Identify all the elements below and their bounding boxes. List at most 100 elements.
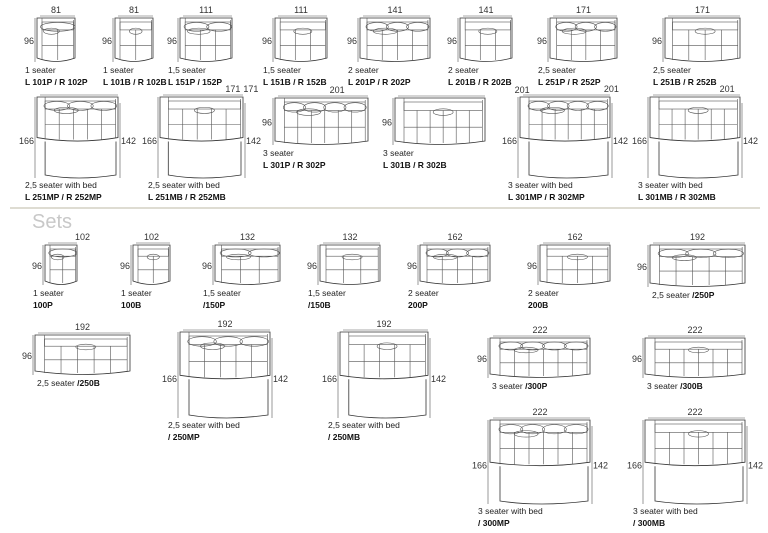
backrest bbox=[44, 338, 128, 347]
pillow-icon bbox=[90, 101, 118, 111]
depth-label: 96 bbox=[202, 261, 212, 271]
depth-label: 96 bbox=[537, 36, 547, 46]
headrest-icon bbox=[478, 27, 498, 35]
depth-label: 96 bbox=[167, 36, 177, 46]
width-label: 222 bbox=[532, 407, 547, 417]
pillow-icon bbox=[540, 106, 565, 114]
sofa-outline bbox=[359, 17, 431, 62]
pillow-icon bbox=[498, 424, 524, 435]
module-description: 1 seater bbox=[121, 288, 152, 298]
width-label: 222 bbox=[687, 407, 702, 417]
width-label: 111 bbox=[199, 5, 213, 15]
pillow-icon bbox=[555, 22, 578, 32]
module-description: 1,5 seater bbox=[168, 65, 206, 75]
depth2-label: 142 bbox=[273, 374, 288, 384]
depth2-label: 142 bbox=[593, 461, 608, 471]
backrest bbox=[464, 21, 511, 31]
pillow-icon bbox=[248, 248, 280, 258]
width-label: 81 bbox=[51, 5, 61, 15]
pillow-icon bbox=[542, 341, 567, 351]
headrest-icon bbox=[194, 106, 215, 114]
pillow-icon bbox=[53, 106, 79, 114]
pillow-icon bbox=[425, 248, 449, 258]
module-code: /250P bbox=[692, 290, 715, 300]
sets-heading: Sets bbox=[32, 211, 72, 233]
module-code: L 251P / R 252P bbox=[538, 77, 601, 87]
headrest-icon bbox=[567, 253, 588, 261]
pillow-icon bbox=[48, 248, 78, 258]
pillow-icon bbox=[43, 27, 60, 35]
module-code: L 151B / R 152B bbox=[263, 77, 327, 87]
sofa-outline bbox=[36, 96, 119, 142]
width-label: 222 bbox=[687, 325, 702, 335]
set-item: 192 96 2,5 seater /250B bbox=[22, 322, 131, 388]
depth-label: 96 bbox=[262, 118, 272, 128]
pillow-icon bbox=[282, 102, 306, 113]
width-label: 201 bbox=[515, 85, 530, 95]
module-code: L 151P / 152P bbox=[168, 77, 222, 87]
sofa-outline bbox=[214, 244, 281, 285]
pillow-icon bbox=[365, 22, 389, 32]
pillow-icon bbox=[574, 22, 597, 32]
sofa-outline bbox=[459, 17, 513, 62]
depth-label: 166 bbox=[472, 461, 487, 471]
module-code: / 250MB bbox=[328, 432, 360, 442]
depth-label: 96 bbox=[32, 261, 42, 271]
depth-label: 96 bbox=[637, 262, 647, 272]
sofa-outline bbox=[159, 96, 244, 142]
module-description: 3 seater bbox=[383, 148, 414, 158]
pillow-icon bbox=[671, 254, 697, 261]
backrest bbox=[137, 248, 169, 257]
module-description: 1,5 seater bbox=[308, 288, 346, 298]
pillow-icon bbox=[323, 102, 347, 113]
pillow-icon bbox=[657, 248, 689, 258]
module-description: 2,5 seater /250B bbox=[37, 378, 100, 388]
backrest bbox=[654, 341, 743, 350]
pillow-icon bbox=[200, 342, 225, 350]
description-text: 3 seater bbox=[492, 381, 525, 391]
pillow-icon bbox=[547, 101, 570, 111]
module-code: / 250MP bbox=[168, 432, 200, 442]
module-description: 1 seater bbox=[25, 65, 56, 75]
width-label: 222 bbox=[532, 325, 547, 335]
module-code: L 301B / R 302B bbox=[383, 160, 447, 170]
width-label: 192 bbox=[75, 322, 90, 332]
depth-label: 96 bbox=[22, 351, 32, 361]
pillow-icon bbox=[563, 424, 589, 435]
headrest-icon bbox=[75, 343, 97, 351]
width-label: 102 bbox=[144, 232, 159, 242]
module-description: 2,5 seater with bed bbox=[148, 180, 220, 190]
sofa-outline bbox=[649, 96, 741, 142]
pillow-icon bbox=[219, 248, 252, 258]
sofa-outline bbox=[649, 244, 746, 287]
backrest bbox=[168, 100, 241, 110]
pillow-icon bbox=[239, 336, 269, 347]
sofa-outline bbox=[519, 96, 611, 142]
sofa-outline bbox=[36, 17, 76, 62]
width-label: 201 bbox=[330, 85, 345, 95]
pillow-icon bbox=[563, 341, 589, 351]
backrest bbox=[184, 21, 231, 31]
module-code: L 301MP / R 302MP bbox=[508, 192, 585, 202]
pillow-icon bbox=[520, 424, 545, 435]
depth-label: 96 bbox=[382, 118, 392, 128]
width-label: 111 bbox=[294, 5, 308, 15]
pillow-icon bbox=[432, 253, 458, 261]
sofa-outline bbox=[644, 337, 746, 378]
width-label: 132 bbox=[342, 232, 357, 242]
description-text: 2,5 seater bbox=[652, 290, 692, 300]
module-code: L 201B / R 202B bbox=[448, 77, 512, 87]
sofa-outline bbox=[539, 244, 611, 285]
pillow-icon bbox=[513, 346, 539, 354]
depth-label: 96 bbox=[407, 261, 417, 271]
depth-label: 96 bbox=[307, 261, 317, 271]
